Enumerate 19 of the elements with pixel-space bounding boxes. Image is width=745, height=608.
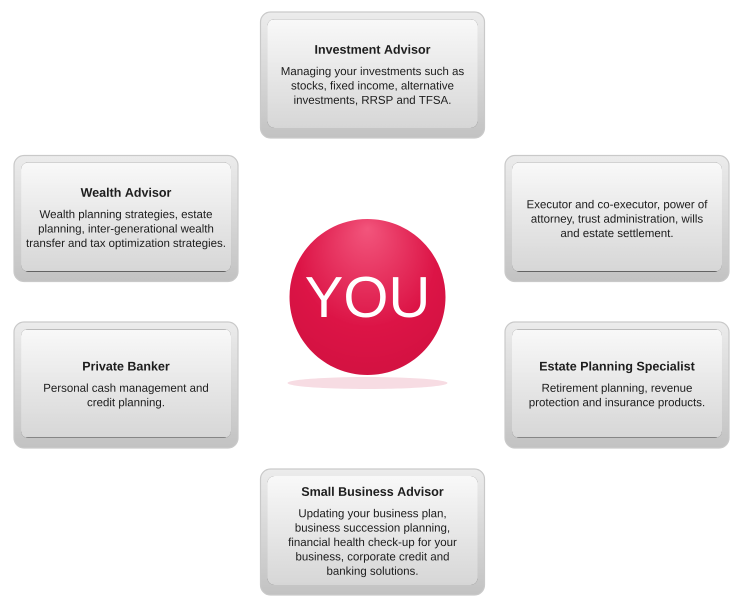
role-description: Managing your investments such as stocks, fixed income, alternative investments, RRSP and TFSA. [282, 66, 464, 106]
sphere [288, 219, 448, 389]
sphere-label: YOU [306, 276, 426, 318]
role-description: Updating your business plan, business succession planning, financial health check-up for your business, corporate credit and banking solutions. [288, 508, 457, 578]
role-box [260, 468, 486, 596]
role-description: Wealth planning strategies, estate planning, inter-generational wealth transfer and tax optimization strategies. [26, 210, 225, 250]
role-box [504, 321, 730, 449]
role-title: Estate Planning Specialist [540, 361, 695, 374]
role-title: Small Business Advisor [302, 486, 444, 496]
role-title: Wealth Advisor [80, 188, 172, 197]
role-title: Private Banker [83, 361, 170, 371]
role-box [260, 11, 486, 139]
role-description: Personal cash management and credit planning. [44, 383, 208, 409]
role-box [13, 321, 239, 449]
role-box [13, 154, 239, 282]
role-description: Retirement planning, revenue protection and insurance products. [530, 383, 704, 409]
role-title: Investment Advisor [315, 44, 430, 54]
role-box [504, 154, 730, 282]
role-description: Executor and co-executor, power of attorney, trust administration, wills and estate settlement. [528, 200, 708, 238]
